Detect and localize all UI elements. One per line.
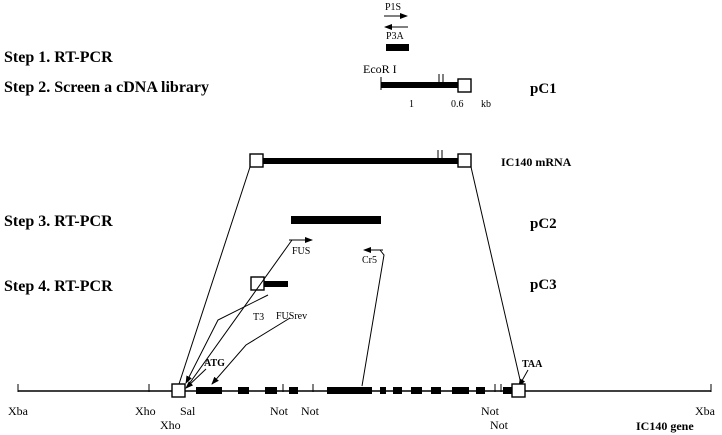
step-2-label: Step 2. Screen a cDNA library xyxy=(4,79,209,96)
pc1-insert-bar xyxy=(381,82,458,88)
exon xyxy=(431,387,441,394)
exon xyxy=(380,387,386,394)
exon xyxy=(265,387,277,394)
mrna-3prime-box xyxy=(457,153,472,168)
atg-pointer xyxy=(185,368,207,389)
clone-pc3-label: pC3 xyxy=(530,277,557,293)
scale-tick-1: 1 xyxy=(409,99,414,110)
step-1-label: Step 1. RT-PCR xyxy=(4,49,113,66)
t3-pointer xyxy=(185,294,269,384)
scale-unit: kb xyxy=(481,99,491,110)
projection-line-left xyxy=(178,166,251,385)
clone-pc2-label: pC2 xyxy=(530,216,557,232)
exon xyxy=(289,387,298,394)
primer-cr5-label: Cr5 xyxy=(362,255,377,266)
clone-pc1-label: pC1 xyxy=(530,81,557,97)
not-label-3: Not xyxy=(481,404,500,418)
exon xyxy=(393,387,402,394)
cr5-map-line xyxy=(361,249,385,387)
primer-fus-label: FUS xyxy=(292,246,310,257)
fusrev-pointer xyxy=(211,317,291,385)
exon xyxy=(196,387,222,394)
rt-pcr-product-pc3 xyxy=(264,281,288,287)
step-4-label: Step 4. RT-PCR xyxy=(4,278,113,295)
gene-3prime-box xyxy=(511,383,526,398)
exon xyxy=(238,387,249,394)
exon xyxy=(476,387,485,394)
rt-pcr-product-pc2 xyxy=(291,216,381,224)
taa-label: TAA xyxy=(522,359,543,370)
not-label-4: Not xyxy=(490,418,509,432)
exon xyxy=(327,387,372,394)
primer-fusrev-label: FUSrev xyxy=(276,311,307,322)
primer-p1s-label: P1S xyxy=(385,2,401,13)
sal-label: Sal xyxy=(180,404,196,418)
xba-right-label: Xba xyxy=(695,404,716,418)
exon xyxy=(452,387,469,394)
atg-label: ATG xyxy=(204,358,225,369)
not-label-1: Not xyxy=(270,404,289,418)
mrna-bar xyxy=(263,158,458,164)
xho-label-2: Xho xyxy=(160,418,181,432)
primer-p3a-label: P3A xyxy=(386,31,405,42)
rt-pcr-product-1 xyxy=(386,44,409,51)
gene-5prime-box xyxy=(171,383,186,398)
xho-label-1: Xho xyxy=(135,404,156,418)
xba-left-label: Xba xyxy=(8,404,29,418)
mrna-5prime-box xyxy=(249,153,264,168)
step-3-label: Step 3. RT-PCR xyxy=(4,213,113,230)
exon xyxy=(411,387,422,394)
exon xyxy=(503,387,512,394)
pc1-vector-box xyxy=(457,78,472,93)
not-label-2: Not xyxy=(301,404,320,418)
scale-tick-06: 0.6 xyxy=(451,99,464,110)
gene-label: IC140 gene xyxy=(636,419,694,433)
fus-map-line xyxy=(188,239,293,385)
ecori-site-label: EcoR I xyxy=(363,62,397,76)
mrna-label: IC140 mRNA xyxy=(501,155,572,169)
projection-line-right xyxy=(470,166,522,385)
primer-t3-label: T3 xyxy=(253,312,264,323)
